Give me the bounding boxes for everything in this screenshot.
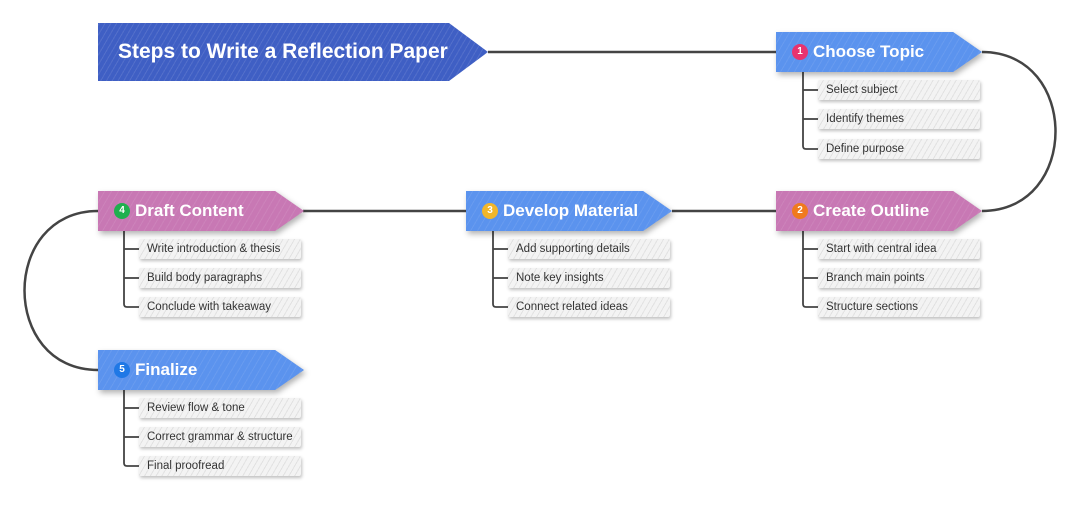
step-2-item[interactable]: Structure sections [818,297,980,317]
step-5-item[interactable]: Final proofread [139,456,301,476]
brackets-step5 [123,390,139,467]
step-2-label: Create Outline [813,201,930,220]
step-3-node[interactable] [466,191,672,231]
step-5-item[interactable]: Correct grammar & structure [139,427,301,447]
step-3-number-badge: 3 [482,203,498,219]
step-2-number-badge: 2 [792,203,808,219]
step-4-label: Draft Content [135,201,244,220]
step-4-item[interactable]: Build body paragraphs [139,268,301,288]
step-5-number-badge: 5 [114,362,130,378]
step-1-shape [776,32,982,72]
step-2-node[interactable] [776,191,982,231]
connector-step1-to-step2 [981,50,1057,213]
step-2-item[interactable]: Start with central idea [818,239,980,259]
step-4-number-badge: 4 [114,203,130,219]
step-4-shape [98,191,304,231]
connector-step4-to-step5 [23,209,99,372]
step-5-label: Finalize [135,360,198,379]
step-2-item[interactable]: Branch main points [818,268,980,288]
step-3-item[interactable]: Connect related ideas [508,297,670,317]
step-3-title: 3 Develop Material [482,191,638,231]
title-node[interactable] [98,23,488,81]
brackets-step2 [802,231,818,308]
step-4-title: 4 Draft Content [114,191,244,231]
step-3-label: Develop Material [503,201,639,220]
step-4-node[interactable] [98,191,304,231]
diagram-title: Steps to Write a Reflection Paper [118,40,448,63]
step-5-title: 5 Finalize [114,350,197,390]
step-1-item[interactable]: Define purpose [818,139,980,159]
brackets-step3 [492,231,508,308]
step-1-item[interactable]: Select subject [818,80,980,100]
step-3-item[interactable]: Note key insights [508,268,670,288]
step-4-item[interactable]: Conclude with takeaway [139,297,301,317]
step-2-title: 2 Create Outline [792,191,929,231]
step-1-label: Choose Topic [813,42,925,61]
step-4-item[interactable]: Write introduction & thesis [139,239,301,259]
step-3-item[interactable]: Add supporting details [508,239,670,259]
brackets-step1 [802,72,818,150]
step-5-node[interactable] [98,350,304,390]
step-5-item[interactable]: Review flow & tone [139,398,301,418]
step-1-number-badge: 1 [792,44,808,60]
step-1-node[interactable] [776,32,982,72]
step-2-shape [776,191,982,231]
step-1-title: 1 Choose Topic [792,32,924,72]
step-3-shape [466,191,672,231]
brackets-step4 [123,231,139,308]
step-5-shape [98,350,304,390]
step-1-item[interactable]: Identify themes [818,109,980,129]
